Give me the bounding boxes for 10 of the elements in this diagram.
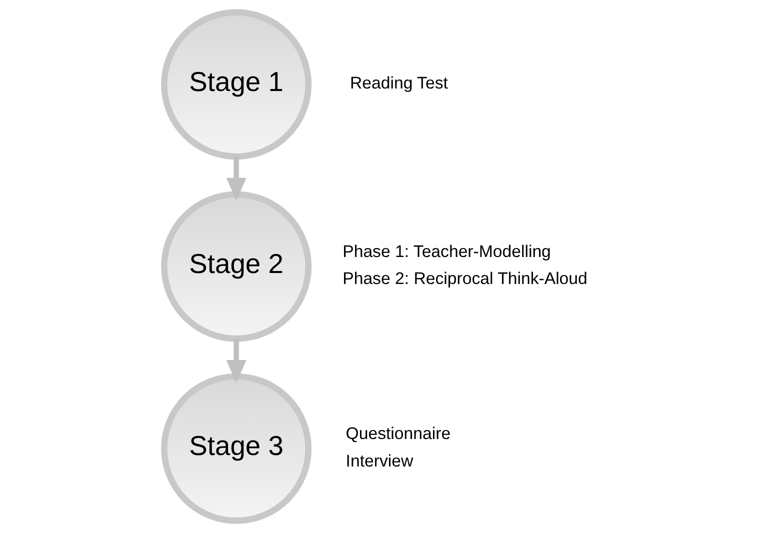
node-circle: Stage 1 — [160, 9, 312, 160]
node-label: Questionnaire — [345, 424, 450, 443]
arrow — [226, 156, 246, 201]
node-label: Phase 2: Reciprocal Think-Aloud — [342, 269, 587, 288]
arrow — [226, 338, 246, 383]
node-circle: Stage 3 — [160, 373, 312, 524]
node-label: Interview — [345, 451, 413, 470]
node-circle: Stage 2 — [160, 191, 312, 342]
node-label: Phase 1: Teacher-Modelling — [342, 242, 550, 261]
node-label: Reading Test — [350, 73, 448, 92]
